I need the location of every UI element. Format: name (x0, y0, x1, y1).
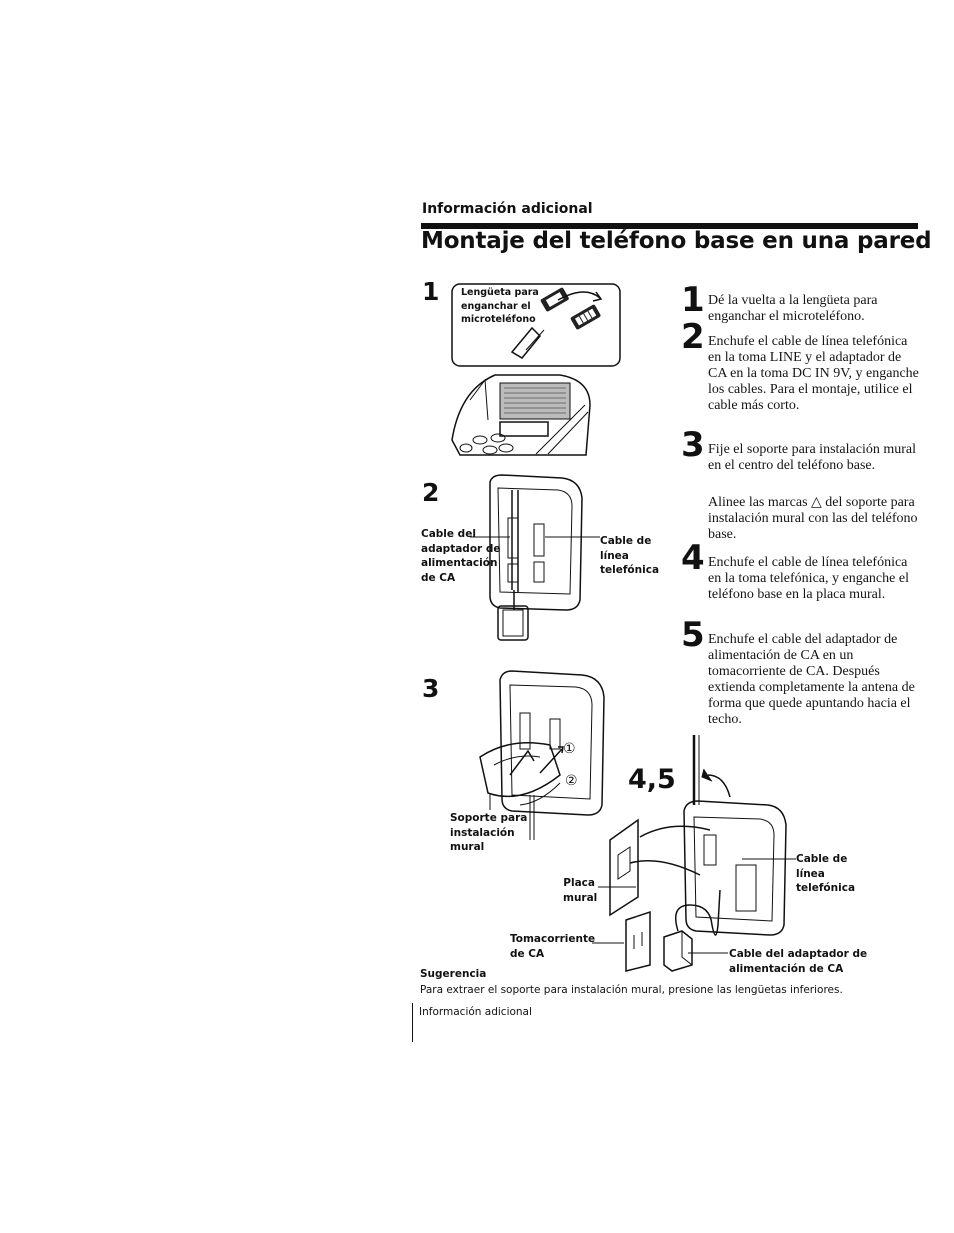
figure-3-illustration (479, 670, 605, 840)
header-rule (421, 223, 918, 229)
step-1-text: Dé la vuelta a la lengüeta para engancha… (708, 293, 878, 324)
page-title: Montaje del teléfono base en una pared (421, 228, 932, 254)
step-3-text-2: Alinee las marcas △ del soporte para ins… (708, 495, 918, 542)
step-4-number: 4 (681, 538, 705, 578)
figure-45-adapter-cable-callout: Cable del adaptador de alimentación de C… (729, 948, 868, 975)
figure-3-mark-2: ② (565, 773, 578, 789)
step-5-text: Enchufe el cable del adaptador de alimen… (708, 632, 915, 727)
figure-45-number: 4,5 (628, 764, 676, 795)
figure-2-right-callout: Cable de línea telefónica (600, 535, 660, 576)
step-4-text: Enchufe el cable de línea telefónica en … (708, 555, 909, 602)
step-2-number: 2 (681, 317, 705, 357)
figure-2-left-callout: Cable del adaptador de alimentación de C… (421, 528, 501, 584)
section-label: Información adicional (422, 201, 593, 217)
figure-45-line-cable-callout: Cable de línea telefónica (796, 853, 856, 894)
figure-1-number: 1 (422, 277, 440, 306)
figure-3-number: 3 (422, 674, 440, 703)
step-3-number: 3 (681, 425, 705, 465)
step-3-text-1: Fije el soporte para instalación mural e… (708, 442, 916, 473)
footer-bar (412, 1003, 413, 1042)
figure-45-wall-plate-callout: Placa mural (563, 877, 598, 904)
figure-2-illustration (489, 474, 583, 641)
figure-1-callout: Lengüeta para enganchar el microteléfono (461, 287, 539, 325)
figure-45-illustration (609, 735, 787, 972)
step-1-number: 1 (681, 280, 705, 320)
step-2-text: Enchufe el cable de línea telefónica en … (708, 334, 919, 413)
tip-heading: Sugerencia (420, 968, 487, 980)
footer-label: Información adicional (419, 1006, 532, 1018)
figure-45-outlet-callout: Tomacorriente de CA (510, 933, 596, 960)
figure-2-leader-lines (470, 536, 600, 538)
figure-3-mark-1: ① (563, 741, 576, 757)
step-5-number: 5 (681, 615, 705, 655)
figure-45-leader-lines (592, 858, 796, 954)
figure-2-number: 2 (422, 478, 440, 507)
tip-text: Para extraer el soporte para instalación… (420, 984, 843, 996)
figure-3-callout: Soporte para instalación mural (450, 812, 528, 853)
figure-1-illustration (451, 283, 621, 456)
